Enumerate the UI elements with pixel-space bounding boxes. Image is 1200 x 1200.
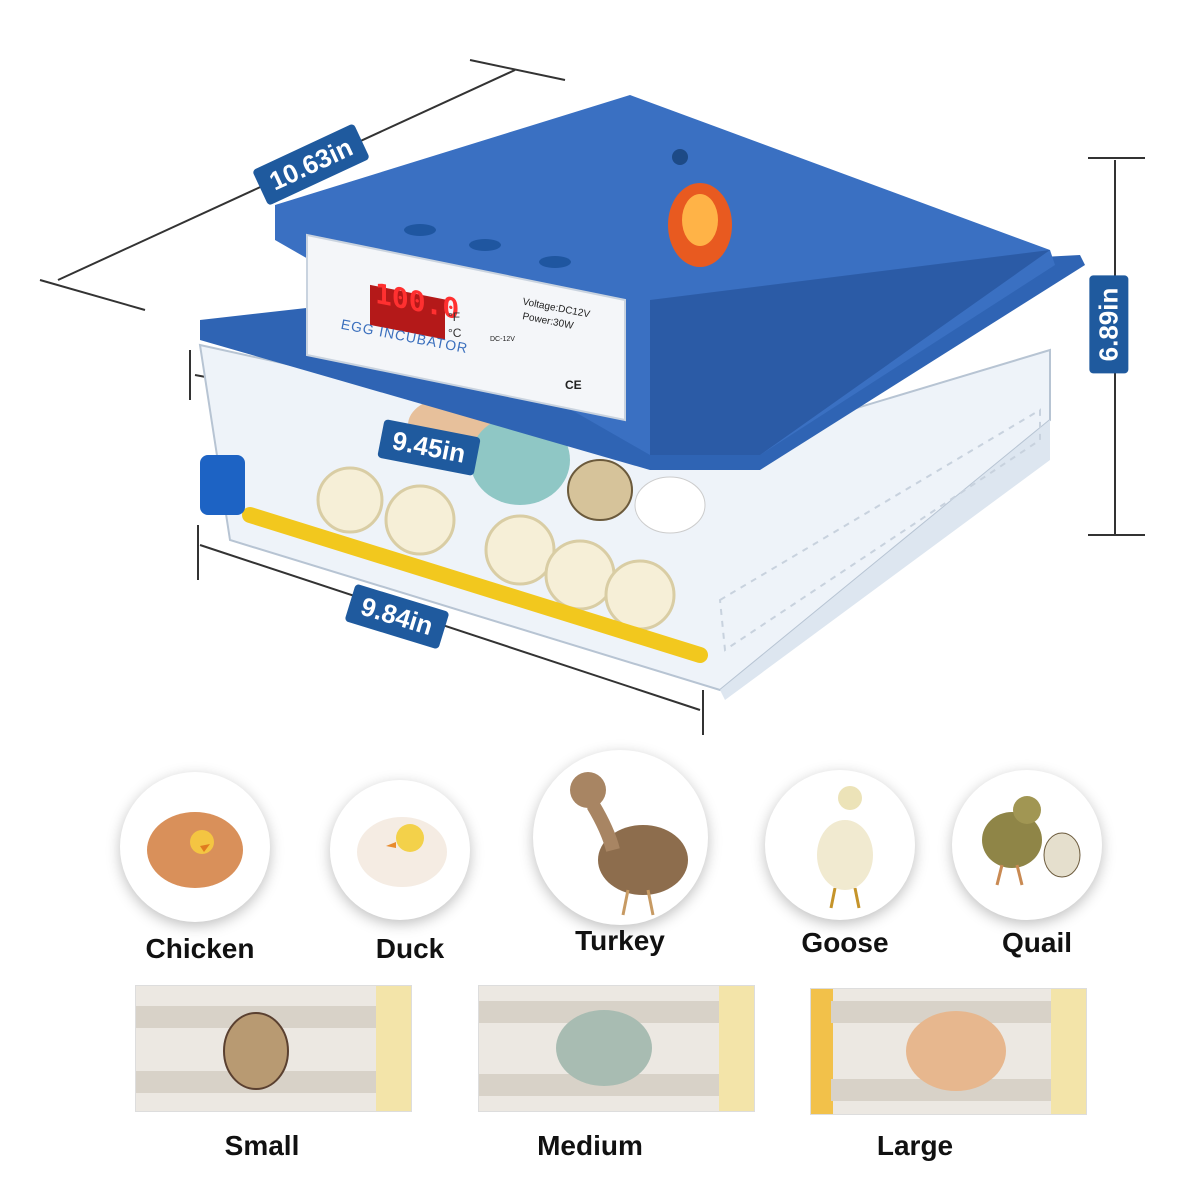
small-tray — [135, 985, 412, 1112]
unit-c-label: °C — [448, 326, 462, 340]
roller-gears — [316, 466, 676, 631]
large-tray — [810, 988, 1087, 1115]
chicken-circle — [120, 772, 270, 922]
large-egg-icon — [811, 989, 1086, 1114]
large-label: Large — [876, 1130, 954, 1161]
height-dimension-badge: 6.89in — [1089, 275, 1129, 374]
goose-circle — [765, 770, 915, 920]
motor-knob — [200, 455, 245, 515]
quail-circle — [952, 770, 1102, 920]
ce-mark: CE — [565, 378, 582, 392]
medium-egg-icon — [479, 986, 754, 1111]
duck-label: Duck — [375, 933, 445, 964]
duck-circle — [330, 780, 470, 920]
turkey-poult-icon — [570, 772, 688, 916]
chicken-label: Chicken — [145, 933, 255, 964]
goose-label: Goose — [801, 927, 889, 958]
quail-label: Quail — [1001, 927, 1072, 958]
incubator-illustration — [39, 59, 1145, 735]
duckling-in-egg-icon — [357, 817, 447, 887]
chick-in-egg-icon — [147, 812, 243, 888]
small-label: Small — [224, 1130, 300, 1161]
medium-tray — [478, 985, 755, 1112]
led-display — [370, 284, 445, 340]
unit-f-label: °F — [448, 310, 461, 324]
quail-chick-icon — [982, 796, 1081, 886]
medium-label: Medium — [537, 1130, 643, 1161]
dc-label: DC-12V — [490, 336, 515, 343]
turkey-label: Turkey — [575, 925, 665, 956]
yellow-rod — [242, 507, 708, 663]
control-panel — [306, 233, 626, 422]
gosling-icon — [817, 786, 873, 909]
small-egg-icon — [136, 986, 411, 1111]
turkey-circle — [533, 750, 708, 925]
